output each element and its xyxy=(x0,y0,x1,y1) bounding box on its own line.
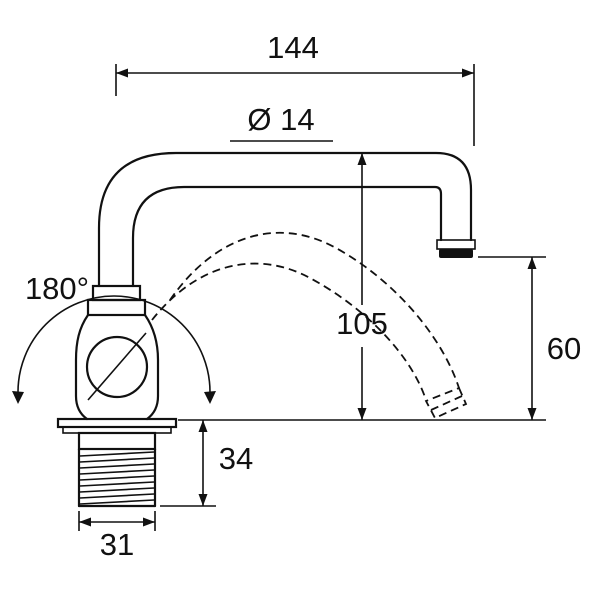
rotation-arc xyxy=(12,295,216,404)
dim-31-arrow-right xyxy=(143,517,155,527)
dim-144-arrow-left xyxy=(116,68,128,78)
faucet-dashed-swivel-position xyxy=(151,231,468,420)
valve-circle xyxy=(85,335,149,399)
dim-height-105: 105 xyxy=(336,153,388,420)
height-105-label: 105 xyxy=(336,306,388,341)
dim-144-arrow-right xyxy=(462,68,474,78)
dim-thread-width-31: 31 xyxy=(78,511,156,562)
dim-34-arrow-top xyxy=(198,420,208,432)
outlet-height-label: 60 xyxy=(547,331,581,366)
shank-neck xyxy=(77,431,157,451)
flange-plate xyxy=(56,417,178,429)
dim-60-arrow-bottom xyxy=(527,408,537,420)
dim-34-arrow-bottom xyxy=(198,494,208,506)
thread-length-label: 34 xyxy=(219,441,253,476)
dim-31-arrow-left xyxy=(79,517,91,527)
thread-width-label: 31 xyxy=(100,527,134,562)
body-left-edge xyxy=(74,313,90,421)
dashed-spout-lower-curve xyxy=(151,262,427,401)
total-reach-label: 144 xyxy=(267,30,319,65)
valve-slash xyxy=(87,332,147,401)
dim-105-arrow-bottom xyxy=(357,408,367,420)
spout-tip-aerator xyxy=(439,249,473,258)
faucet-solid-outline xyxy=(56,151,476,508)
rotation-arc-arrow-right xyxy=(204,391,216,404)
dashed-spout-upper-curve xyxy=(169,231,460,389)
dim-60-arrow-top xyxy=(527,257,537,269)
thread-hatching xyxy=(79,451,155,505)
swivel-angle-label: 180° xyxy=(25,271,89,306)
swivel-collar-lower xyxy=(86,298,147,317)
spout-diameter-label: Ø 14 xyxy=(247,102,314,137)
spout-tip-collar xyxy=(436,239,476,250)
spout-inner-contour xyxy=(131,185,443,288)
rotation-arc-path xyxy=(17,295,211,393)
dim-thread-length-34: 34 xyxy=(160,420,253,507)
dashed-spout-tip xyxy=(424,386,468,420)
spout-outer-contour xyxy=(97,151,473,288)
body-right-edge xyxy=(143,313,160,421)
rotation-arc-arrow-left xyxy=(12,391,24,404)
dashed-spout-tip-band xyxy=(430,395,463,411)
dim-total-reach: 144 xyxy=(115,30,475,146)
dim-outlet-height-60: 60 xyxy=(478,256,581,420)
dim-105-arrow-top xyxy=(357,153,367,165)
dim-spout-diameter: Ø 14 xyxy=(230,102,333,142)
